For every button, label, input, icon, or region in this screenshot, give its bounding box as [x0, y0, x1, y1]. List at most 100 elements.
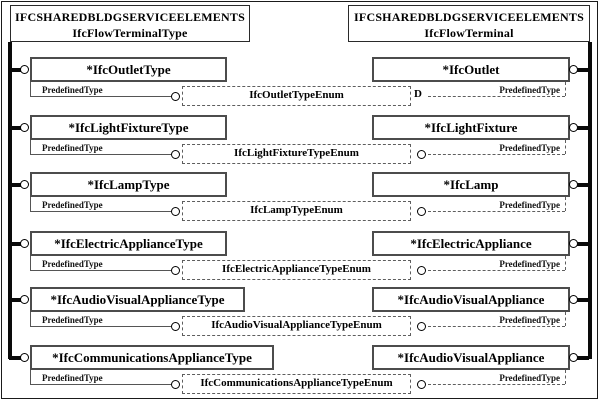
supertype-link-line — [577, 126, 589, 130]
optional-attribute-circle-icon — [171, 322, 180, 331]
enum-type-label: IfcLightFixtureTypeEnum — [234, 147, 359, 159]
dashed-attribute-line — [428, 326, 565, 327]
entity-type-box: *IfcAudioVisualApplianceType — [30, 287, 245, 312]
page-reference-d-icon: D — [414, 88, 422, 100]
entity-type-label: *IfcOutletType — [86, 62, 171, 77]
optional-attribute-circle-icon — [171, 207, 180, 216]
dashed-attribute-line — [428, 154, 565, 155]
supertype-link-line — [577, 242, 589, 246]
diagram-row: *IfcCommunicationsApplianceType Predefin… — [0, 345, 600, 397]
entity-type-label: *IfcLampType — [87, 177, 170, 192]
dashed-attribute-line — [565, 256, 566, 270]
enum-type-box: IfcAudioVisualApplianceTypeEnum — [182, 316, 411, 336]
subtype-circle-icon — [20, 65, 29, 74]
enum-type-label: IfcOutletTypeEnum — [249, 89, 344, 101]
subtype-circle-icon — [20, 353, 29, 362]
diagram-row: *IfcAudioVisualApplianceType PredefinedT… — [0, 287, 600, 339]
dashed-attribute-line — [565, 82, 566, 96]
supertype-link-line — [9, 242, 21, 246]
dashed-attribute-line — [428, 211, 565, 212]
enum-type-label: IfcLampTypeEnum — [250, 204, 343, 216]
entity-box: *IfcOutlet — [372, 57, 570, 82]
inheritance-bus-right — [588, 42, 592, 359]
entity-type-box: *IfcOutletType — [30, 57, 227, 82]
subtype-circle-icon — [20, 180, 29, 189]
enum-type-box: IfcLampTypeEnum — [182, 201, 411, 221]
optional-attribute-circle-icon — [171, 150, 180, 159]
supertype-link-line — [577, 356, 589, 360]
supertype-link-line — [577, 68, 589, 72]
supertype-link-line — [9, 68, 21, 72]
supertype-link-line — [9, 183, 21, 187]
entity-label: *IfcLightFixture — [424, 120, 518, 135]
attribute-line — [30, 197, 31, 211]
enum-type-label: IfcAudioVisualApplianceTypeEnum — [211, 319, 382, 331]
diagram-row: *IfcLightFixtureType PredefinedType IfcL… — [0, 115, 600, 167]
attribute-label: PredefinedType — [499, 85, 560, 95]
diagram-row: *IfcOutletType PredefinedType IfcOutletT… — [0, 57, 600, 109]
attribute-label: PredefinedType — [42, 373, 103, 383]
entity-type-box: *IfcElectricApplianceType — [30, 231, 227, 256]
dashed-attribute-line — [565, 197, 566, 211]
entity-type-box: *IfcLightFixtureType — [30, 115, 227, 140]
optional-attribute-circle-icon — [171, 380, 180, 389]
entity-box: *IfcLamp — [372, 172, 570, 197]
diagram-row: *IfcElectricApplianceType PredefinedType… — [0, 231, 600, 283]
entity-label: *IfcLamp — [443, 177, 499, 192]
enum-type-box: IfcLightFixtureTypeEnum — [182, 144, 411, 164]
attribute-line — [30, 154, 171, 155]
subtype-circle-icon — [20, 123, 29, 132]
entity-type-label: *IfcElectricApplianceType — [54, 236, 203, 251]
dashed-attribute-line — [565, 370, 566, 384]
attribute-label: PredefinedType — [499, 259, 560, 269]
supertype-link-line — [9, 298, 21, 302]
subtype-circle-icon — [20, 239, 29, 248]
entity-label: *IfcAudioVisualAppliance — [397, 350, 545, 365]
attribute-label: PredefinedType — [499, 315, 560, 325]
attribute-label: PredefinedType — [42, 143, 103, 153]
entity-box: *IfcAudioVisualAppliance — [372, 345, 570, 370]
attribute-line — [30, 326, 171, 327]
attribute-line — [30, 211, 171, 212]
attribute-label: PredefinedType — [499, 143, 560, 153]
attribute-line — [30, 96, 171, 97]
enum-type-label: IfcCommunicationsApplianceTypeEnum — [200, 377, 393, 389]
entity-box: *IfcLightFixture — [372, 115, 570, 140]
enum-type-box: IfcElectricApplianceTypeEnum — [182, 260, 411, 280]
entity-type-label: *IfcCommunicationsApplianceType — [52, 350, 252, 365]
optional-attribute-circle-icon — [171, 92, 180, 101]
supertype-name: IfcFlowTerminalType — [72, 26, 188, 40]
enum-type-label: IfcElectricApplianceTypeEnum — [222, 263, 371, 275]
supertype-link-line — [9, 356, 21, 360]
optional-attribute-circle-icon — [417, 322, 426, 331]
schema-header-right: IFCSHAREDBLDGSERVICEELEMENTS IfcFlowTerm… — [348, 5, 590, 42]
attribute-line — [30, 140, 31, 154]
attribute-label: PredefinedType — [42, 315, 103, 325]
dashed-attribute-line — [428, 384, 565, 385]
optional-attribute-circle-icon — [417, 380, 426, 389]
attribute-label: PredefinedType — [42, 85, 103, 95]
subtype-circle-icon — [20, 295, 29, 304]
supertype-link-line — [577, 298, 589, 302]
entity-label: *IfcOutlet — [442, 62, 500, 77]
inheritance-bus-left — [8, 42, 12, 359]
attribute-line — [30, 384, 171, 385]
dashed-attribute-line — [565, 140, 566, 154]
attribute-line — [30, 82, 31, 96]
attribute-line — [30, 270, 171, 271]
attribute-line — [30, 312, 31, 326]
entity-type-box: *IfcLampType — [30, 172, 227, 197]
attribute-line — [30, 256, 31, 270]
optional-attribute-circle-icon — [417, 150, 426, 159]
dashed-attribute-line — [428, 270, 565, 271]
entity-type-box: *IfcCommunicationsApplianceType — [30, 345, 274, 370]
enum-type-box: IfcCommunicationsApplianceTypeEnum — [182, 374, 411, 394]
supertype-link-line — [577, 183, 589, 187]
attribute-label: PredefinedType — [499, 200, 560, 210]
diagram-row: *IfcLampType PredefinedType IfcLampTypeE… — [0, 172, 600, 224]
attribute-line — [30, 370, 31, 384]
schema-name: IFCSHAREDBLDGSERVICEELEMENTS — [15, 10, 245, 24]
entity-type-label: *IfcLightFixtureType — [68, 120, 189, 135]
